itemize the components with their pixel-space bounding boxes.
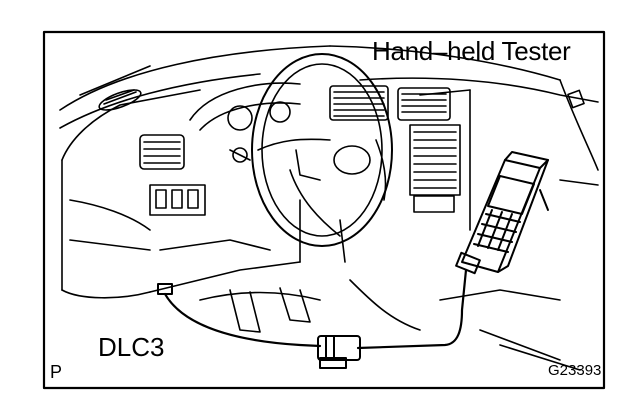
- figure-border: [42, 30, 606, 390]
- dlc3-label: DLC3: [98, 332, 165, 362]
- hand-held-tester: [455, 151, 549, 275]
- left-switch-panel: [149, 184, 206, 216]
- steering-wheel: [251, 53, 393, 247]
- lower-dash-panel: [69, 199, 271, 251]
- left-air-vent: [139, 134, 185, 170]
- right-door-area: [559, 79, 599, 186]
- center-console-panel: [409, 124, 461, 213]
- defroster-vent: [98, 89, 142, 111]
- cable-connector: [317, 335, 361, 369]
- tester-label: Hand–held Tester: [372, 36, 571, 66]
- tester-cable: [163, 268, 468, 350]
- figure-code: G23393: [548, 362, 602, 379]
- steering-column: [229, 147, 346, 263]
- dashboard-outline: [59, 45, 599, 299]
- corner-mark: P: [50, 362, 63, 382]
- center-vents: [329, 85, 451, 121]
- floor-pedals: [199, 279, 581, 371]
- instrument-cluster: [189, 82, 301, 131]
